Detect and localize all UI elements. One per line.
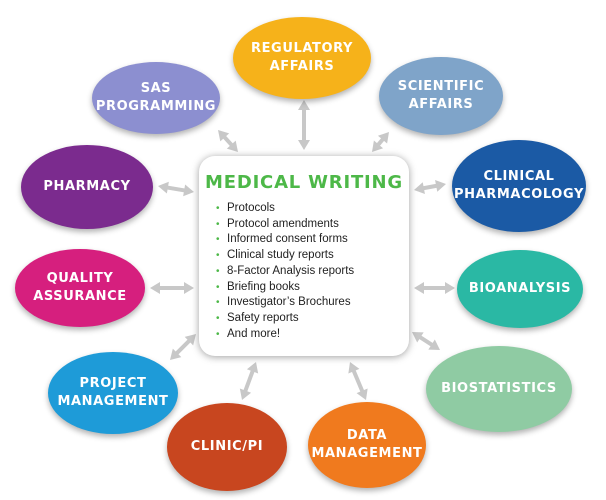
double-arrow-icon <box>150 282 194 294</box>
bullet-icon: • <box>216 281 220 293</box>
biostatistics-node: BIOSTATISTICS <box>426 346 572 432</box>
list-item: •Protocols <box>216 201 409 217</box>
clinical-pharmacology-node: CLINICAL PHARMACOLOGY <box>452 140 586 232</box>
double-arrow-icon <box>414 282 455 294</box>
bullet-icon: • <box>216 265 220 277</box>
clinic-pi-label: CLINIC/PI <box>190 439 264 454</box>
regulatory-affairs-label: REGULATORY AFFAIRS <box>250 41 354 74</box>
project-management-label: PROJECT MANAGEMENT <box>57 376 169 409</box>
double-arrow-icon <box>239 362 259 400</box>
double-arrow-icon <box>414 179 446 195</box>
scientific-affairs-label: SCIENTIFIC AFFAIRS <box>397 79 485 112</box>
clinical-pharmacology-label: CLINICAL PHARMACOLOGY <box>454 169 584 202</box>
bullet-icon: • <box>216 203 220 214</box>
medical-writing-box: MEDICAL WRITING •Protocols •Protocol ame… <box>199 156 409 356</box>
sas-programming-label: SAS PROGRAMMING <box>95 81 217 114</box>
data-management-label: DATA MANAGEMENT <box>311 428 423 461</box>
list-item: •Informed consent forms <box>216 232 409 248</box>
bullet-icon: • <box>216 234 220 246</box>
list-item: •Safety reports <box>216 311 409 327</box>
bullet-icon: • <box>216 312 220 324</box>
medical-writing-title: MEDICAL WRITING <box>205 172 403 193</box>
list-item: •And more! <box>216 327 409 343</box>
bullet-icon: • <box>216 297 220 309</box>
pharmacy-node: PHARMACY <box>21 145 153 229</box>
list-item: •Briefing books <box>216 280 409 296</box>
double-arrow-icon <box>372 132 389 152</box>
regulatory-affairs-node: REGULATORY AFFAIRS <box>233 17 371 99</box>
double-arrow-icon <box>158 181 194 197</box>
clinic-pi-node: CLINIC/PI <box>167 403 287 491</box>
bioanalysis-node: BIOANALYSIS <box>457 250 583 328</box>
quality-assurance-label: QUALITY ASSURANCE <box>33 271 127 304</box>
pharmacy-label: PHARMACY <box>43 179 131 194</box>
bullet-icon: • <box>216 250 220 262</box>
bioanalysis-label: BIOANALYSIS <box>468 281 572 296</box>
list-item: •Clinical study reports <box>216 248 409 264</box>
quality-assurance-node: QUALITY ASSURANCE <box>15 249 145 327</box>
sas-programming-node: SAS PROGRAMMING <box>92 62 220 134</box>
scientific-affairs-node: SCIENTIFIC AFFAIRS <box>379 57 503 135</box>
double-arrow-icon <box>170 334 196 360</box>
list-item: •Protocol amendments <box>216 217 409 233</box>
double-arrow-icon <box>298 100 310 150</box>
list-item: •8-Factor Analysis reports <box>216 264 409 280</box>
project-management-node: PROJECT MANAGEMENT <box>48 352 178 434</box>
list-item: •Investigator’s Brochures <box>216 295 409 311</box>
biostatistics-label: BIOSTATISTICS <box>441 381 557 396</box>
double-arrow-icon <box>218 130 238 152</box>
bullet-icon: • <box>216 328 220 340</box>
double-arrow-icon <box>412 332 440 350</box>
deliverables-list: •Protocols •Protocol amendments •Informe… <box>199 201 409 342</box>
data-management-node: DATA MANAGEMENT <box>308 402 426 488</box>
bullet-icon: • <box>216 218 220 230</box>
double-arrow-icon <box>348 362 368 400</box>
